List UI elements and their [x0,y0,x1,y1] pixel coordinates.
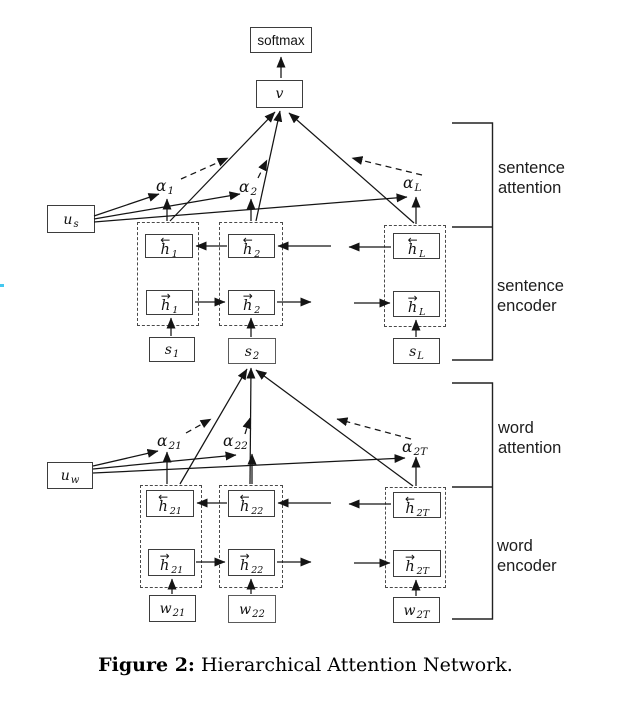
word-attention-weight-22: α22 [223,432,248,452]
v-label: v [275,86,284,102]
word-encoder-section-label: word encoder [497,537,557,575]
word-attention-weight-21: α21 [157,432,182,452]
us-label: us [63,211,79,230]
w21-label: w21 [159,601,186,619]
uw-label: uw [60,468,80,486]
sentence-input-s1-box: s1 [149,337,195,362]
sentence-encoder-section-label: sentence encoder [497,277,564,315]
caption-text: Hierarchical Attention Network. [194,654,513,676]
word-input-w2T-box: w2T [393,597,440,623]
w2T-label: w2T [403,602,430,621]
word-attention-weight-2T: α2T [402,438,428,458]
word-input-w22-box: w22 [228,595,276,623]
sentence-attention-weight-1: α1 [156,177,175,197]
word-input-w21-box: w21 [149,595,196,622]
sentence-input-sL-box: sL [393,338,440,364]
w22-label: w22 [239,601,265,620]
margin-tick [0,284,4,287]
figure-caption: Figure 2: Hierarchical Attention Network… [0,654,616,676]
softmax-label: softmax [257,32,305,48]
sentence-input-s2-box: s2 [228,338,276,364]
word-attention-section-label: word attention [498,419,562,457]
softmax-box: softmax [250,27,312,53]
s1-label: s1 [164,342,180,360]
document-vector-box: v [256,80,303,108]
s2-label: s2 [244,343,260,362]
sentence-context-vector-box: us [47,205,95,233]
sentence-attention-weight-L: αL [403,174,422,194]
sentence-attention-section-label: sentence attention [498,159,565,197]
word-context-vector-box: uw [47,462,93,489]
sL-label: sL [409,343,424,362]
sentence-attention-weight-2: α2 [239,178,258,198]
caption-prefix: Figure 2: [98,654,195,676]
